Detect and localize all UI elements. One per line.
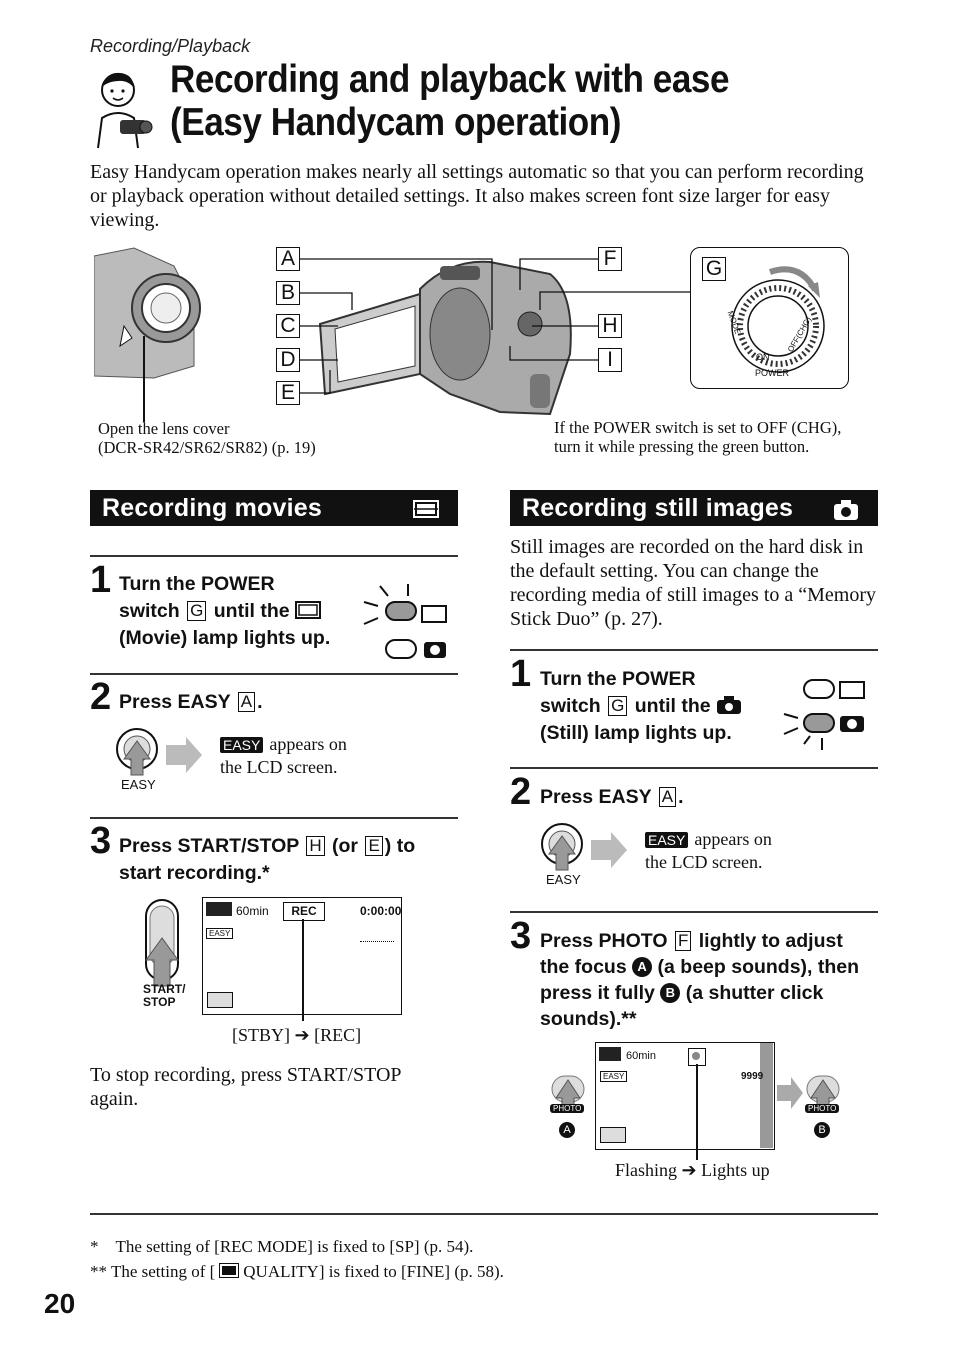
movies-step2-number: 2: [90, 676, 112, 718]
divider: [510, 649, 878, 651]
still-step1-text: Turn the POWER switch G until the (Still…: [540, 666, 780, 747]
footnote-1: * The setting of [REC MODE] is fixed to …: [90, 1237, 474, 1256]
photo-label: PHOTO: [550, 1104, 585, 1113]
label-a: A: [276, 247, 300, 271]
lcd-easy-indicator: EASY: [206, 928, 234, 939]
divider: [90, 1213, 878, 1215]
flashing-caption: Flashing ➔ Lights up: [615, 1160, 770, 1180]
label-f: F: [598, 247, 622, 271]
photo-label: PHOTO: [805, 1104, 840, 1113]
label-b: B: [276, 281, 300, 305]
playback-button-icon: [207, 992, 233, 1008]
lcd-image-count: 9999: [741, 1071, 764, 1082]
still-step2-text: Press EASY A.: [540, 786, 684, 808]
start-stop-label: START/STOP: [143, 982, 186, 1009]
easy-indicator: EASY: [220, 737, 264, 753]
divider: [510, 767, 878, 769]
still-step3-text: Press PHOTO F lightly to adjust the focu…: [540, 930, 860, 1030]
camcorder-illustration: [318, 260, 572, 416]
start-stop-button-illustration: [145, 899, 179, 987]
movies-step2-text: Press EASY A.: [119, 691, 263, 713]
section-label: Recording/Playback: [90, 36, 251, 56]
label-e: E: [276, 381, 300, 405]
divider: [90, 555, 458, 557]
movies-step3-text: Press START/STOP H (or E) to start recor…: [119, 835, 416, 884]
lens-cover-illustration: [94, 246, 204, 381]
movie-icon: [295, 601, 322, 619]
home-icon: [599, 1047, 621, 1061]
label-h: H: [598, 314, 622, 338]
movies-step1-number: 1: [90, 559, 112, 601]
still-banner: Recording still images: [510, 490, 878, 526]
footnote-2: ** The setting of [QUALITY] is fixed to …: [90, 1262, 504, 1281]
battery-icon: [360, 941, 394, 954]
handycam-mascot-icon: [97, 72, 153, 149]
easy-button-label: EASY: [546, 872, 581, 887]
intro-paragraph: Easy Handycam operation makes nearly all…: [90, 161, 864, 231]
focus-dot: [692, 1052, 700, 1060]
label-i: I: [598, 348, 622, 372]
lcd-rec-indicator: REC: [283, 902, 325, 921]
power-dial-illustration: [731, 266, 825, 373]
divider: [90, 817, 458, 819]
circle-a: A: [559, 1122, 575, 1138]
circle-b: B: [814, 1122, 830, 1138]
stop-recording-text: To stop recording, press START/STOP agai…: [90, 1064, 401, 1110]
lcd-remaining-time: 60min: [236, 904, 269, 918]
page-title: Recording and playback with ease (Easy H…: [170, 58, 730, 144]
dial-power-label: POWER: [755, 368, 790, 378]
arrow-right-icon: [777, 1077, 803, 1109]
still-step3-number: 3: [510, 915, 532, 957]
divider: [90, 673, 458, 675]
easy-button-illustration: [116, 728, 202, 776]
camera-icon: [717, 696, 742, 714]
lcd-counter: 0:00:00: [360, 904, 402, 918]
label-c: C: [276, 314, 300, 338]
power-caption: If the POWER switch is set to OFF (CHG),…: [554, 418, 842, 456]
lcd-remaining-time: 60min: [626, 1050, 656, 1062]
easy-button-illustration: [541, 823, 627, 871]
lens-caption: Open the lens cover (DCR-SR42/SR62/SR82)…: [98, 419, 316, 457]
easy-indicator: EASY: [645, 832, 689, 848]
easy-button-label: EASY: [121, 777, 156, 792]
page-number: 20: [44, 1288, 76, 1319]
still-lamp-illustration: [783, 679, 865, 750]
callout-line: [696, 1064, 698, 1160]
movie-lamp-illustration: [363, 584, 447, 659]
lcd-side-bar: [760, 1043, 773, 1148]
callout-line: [302, 919, 304, 1021]
lcd-easy-indicator: EASY: [600, 1071, 628, 1082]
divider: [510, 911, 878, 913]
label-g: G: [702, 257, 726, 281]
camera-icon: [834, 500, 858, 520]
dial-on-label: ON: [756, 352, 770, 362]
still-step2-number: 2: [510, 771, 532, 813]
still-step1-number: 1: [510, 653, 532, 695]
playback-button-icon: [600, 1127, 626, 1143]
still-intro: Still images are recorded on the hard di…: [510, 536, 877, 630]
image-size-icon: [219, 1263, 240, 1278]
stby-rec-caption: [STBY] ➔ [REC]: [232, 1025, 362, 1045]
movie-icon: [413, 500, 439, 518]
home-icon: [206, 902, 232, 916]
movies-step1-text: Turn the POWER switch G until the (Movie…: [119, 573, 331, 649]
movies-banner: Recording movies: [90, 490, 458, 526]
label-d: D: [276, 348, 300, 372]
callout-lines: [300, 258, 690, 394]
movies-step3-number: 3: [90, 820, 112, 862]
